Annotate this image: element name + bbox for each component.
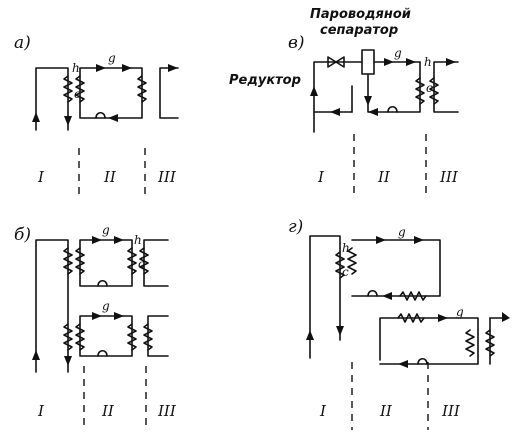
separator-caption-line2: сепаратор: [320, 23, 398, 38]
reducer-valve: [327, 56, 345, 68]
panel-v-zone-3: III: [439, 168, 459, 186]
separator-caption-line1: Пароводяной: [310, 7, 411, 22]
panel-a-marker-g: g: [108, 51, 116, 65]
panel-g-upper-loop: [351, 239, 441, 297]
panel-g-zone-1: I: [319, 402, 327, 420]
panel-v-trap: [387, 105, 398, 113]
panel-g-marker-c: c: [342, 265, 349, 279]
panel-b-resistor-7: [127, 323, 137, 351]
panel-v-zone-1: I: [317, 168, 325, 186]
panel-b-resistor-8: [143, 323, 153, 351]
panel-v-zone3: [433, 61, 459, 113]
panel-v-marker-h: h: [424, 55, 432, 69]
panel-b-resistor-2: [63, 323, 73, 351]
panel-g-trap-lower: [417, 357, 428, 365]
panel-b-marker-h: h: [134, 233, 142, 247]
panel-g-circuit: h c g g: [306, 225, 510, 368]
panel-a-circuit: h c g: [32, 51, 179, 131]
panel-g-resistor-1: [335, 251, 345, 279]
panel-v-resistor-1: [415, 77, 425, 105]
panel-b-circuit: g h c g: [32, 223, 169, 373]
panel-g-zone-2: II: [379, 402, 393, 420]
panel-b-resistor-5: [139, 247, 149, 275]
panel-v-resistor-2: [429, 77, 439, 105]
panel-a-resistor-1: [63, 75, 73, 103]
panel-v-zone-2: II: [377, 168, 391, 186]
panel-b-zone-1: I: [37, 402, 45, 420]
panel-a-arrow-down: [64, 116, 72, 126]
panel-b-resistor-6: [75, 323, 85, 351]
panel-g-marker-g-lower: g: [456, 305, 464, 319]
panel-b-marker-c: c: [138, 257, 145, 271]
panel-b-zone-2: II: [101, 402, 115, 420]
panel-g-resistor-h1: [399, 291, 427, 301]
panel-a-zone1-loop: [35, 67, 69, 131]
panel-g-marker-h: h: [342, 241, 350, 255]
panel-b-upper-loop: [79, 239, 133, 287]
panel-b-zone1-loop: [35, 239, 69, 373]
panel-v-marker-g: g: [394, 46, 402, 60]
panel-b-zone-3: III: [157, 402, 177, 420]
panel-a-arrow-up: [32, 112, 40, 122]
panel-a-resistor-2: [75, 75, 85, 103]
panel-g-trap-upper: [367, 289, 378, 297]
panel-g-resistor-2: [347, 247, 357, 275]
panel-a-resistor-3: [137, 75, 147, 103]
panel-g-zone1-loop: [309, 235, 341, 359]
panel-b-resistor-1: [63, 247, 73, 275]
panel-g-lower-loop: [379, 317, 479, 365]
panel-a: а) h c g I II III: [14, 33, 179, 198]
panel-b-zone3-lower: [147, 315, 169, 357]
panel-b-resistor-3: [75, 247, 85, 275]
separator-vessel: [361, 49, 375, 75]
panel-a-zone-3: III: [157, 168, 177, 186]
panel-v-feed-line: [313, 61, 363, 133]
panel-g-label: г): [288, 217, 303, 237]
panel-b-trap-lower: [97, 349, 108, 357]
panel-b-trap-upper: [97, 279, 108, 287]
panel-a-zone3: [159, 67, 179, 119]
panel-a-zone2-loop: [79, 67, 143, 119]
panel-b-label: б): [14, 225, 31, 245]
panel-v-marker-c: c: [426, 81, 433, 95]
panel-g-marker-g-upper: g: [398, 225, 406, 239]
panel-b-resistor-4: [127, 247, 137, 275]
panel-a-zone-2: II: [103, 168, 117, 186]
panel-b-marker-g-lower: g: [102, 299, 110, 313]
panel-g-resistor-h2: [397, 313, 425, 323]
panel-b-marker-g-upper: g: [102, 223, 110, 237]
panel-a-zone-1: I: [37, 168, 45, 186]
panel-v-label: в): [288, 33, 305, 53]
panel-g-resistor-3: [465, 329, 475, 357]
reducer-caption: Редуктор: [229, 73, 301, 88]
panel-a-trap: [95, 111, 106, 119]
panel-b-lower-loop: [79, 315, 133, 357]
panel-a-marker-h: h: [72, 61, 80, 75]
panel-v-circuit: g h c: [310, 46, 459, 133]
panel-b: б) g h c g: [14, 223, 177, 430]
panel-v: в) Пароводяной сепаратор Редуктор g h c: [229, 7, 459, 196]
panel-g: г) h c g g: [288, 217, 510, 430]
panel-g-resistor-4: [485, 329, 495, 357]
panel-a-label: а): [14, 33, 31, 53]
panel-g-zone-3: III: [441, 402, 461, 420]
